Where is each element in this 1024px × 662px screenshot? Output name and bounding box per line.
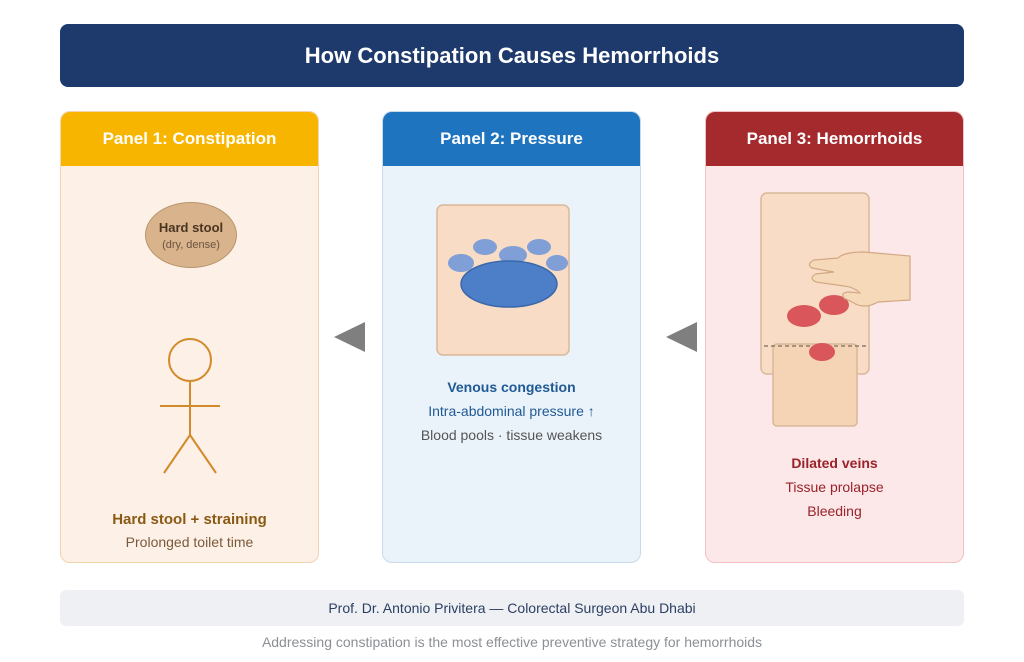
panel-1-caption-line: Prolonged toilet time [125,534,254,550]
panel-constipation: Panel 1: Constipation Hard stool (dry, d… [60,111,319,563]
author-footer: Prof. Dr. Antonio Privitera — Colorectal… [60,590,964,626]
hand-icon [808,251,911,307]
panel-3-caption-line: Tissue prolapse [785,479,884,495]
panel-1-body: Hard stool (dry, dense) Hard stool + str… [61,166,318,562]
page-title: How Constipation Causes Hemorrhoids [304,42,720,68]
panel-2-caption-line2: Blood pools · tissue weakens [420,427,603,443]
panel-2-caption-line: Intra-abdominal pressure ↑ [428,403,595,419]
venous-congestion-illustration [436,204,570,356]
panel-3-body: Dilated veins Tissue prolapse Bleeding [706,166,963,562]
panel-3-header: Panel 3: Hemorrhoids [706,112,963,166]
panel-3-caption-line2: Bleeding [807,503,862,519]
stool-label: Hard stool [158,219,224,235]
left-triangle-icon [334,322,365,352]
hard-stool-illustration: Hard stool (dry, dense) [145,202,237,268]
title-banner: How Constipation Causes Hemorrhoids [60,24,964,87]
left-triangle-icon [666,322,697,352]
panel-pressure: Panel 2: Pressure Venous congestion Intr… [382,111,641,563]
panel-2-caption-bold: Venous congestion [447,379,576,395]
prevention-note: Addressing constipation is the most effe… [261,634,763,650]
panel-2-body: Venous congestion Intra-abdominal pressu… [383,166,640,562]
panel-1-caption-bold: Hard stool + straining [112,511,267,528]
hemorrhoids-illustration [760,192,911,427]
straining-person-icon [160,338,220,474]
panel-hemorrhoids: Panel 3: Hemorrhoids Dilated veins Tissu… [705,111,964,563]
panel-1-header: Panel 1: Constipation [61,112,318,166]
stool-sublabel: (dry, dense) [162,238,220,251]
panel-2-header: Panel 2: Pressure [383,112,640,166]
author-credit: Prof. Dr. Antonio Privitera — Colorectal… [328,600,696,616]
panel-3-caption-bold: Dilated veins [791,455,878,471]
